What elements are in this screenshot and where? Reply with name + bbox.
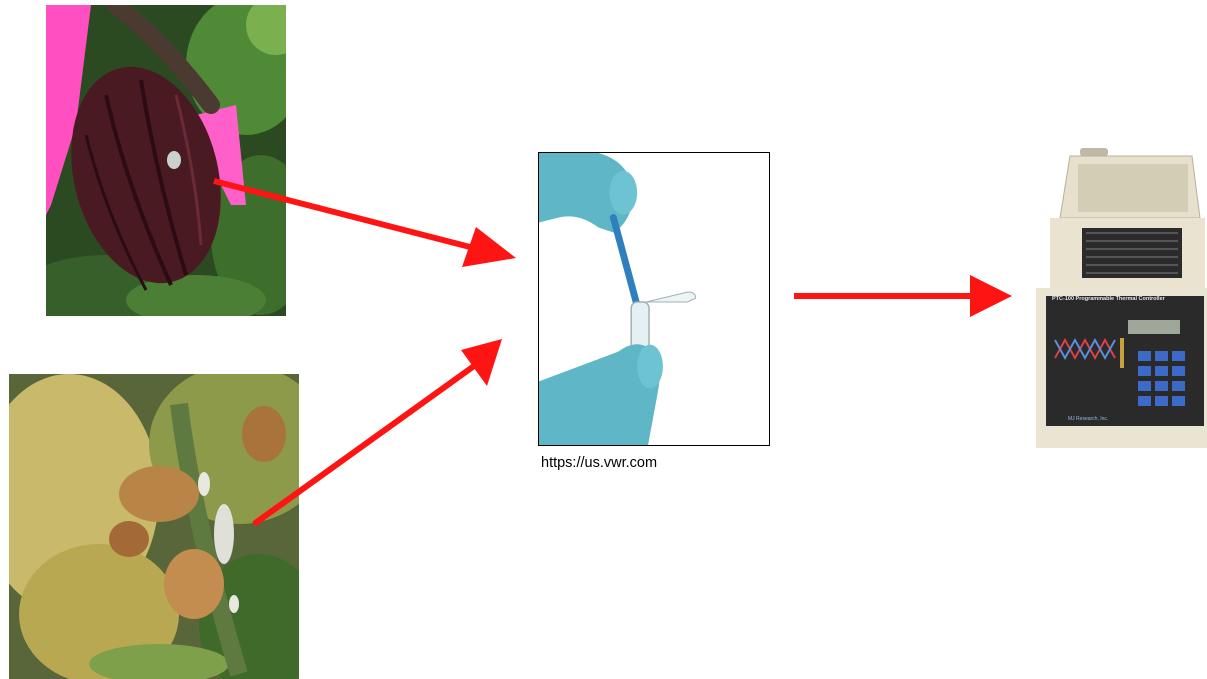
image-source-credit: https://us.vwr.com [541, 455, 657, 471]
swab-sample-photo [538, 152, 770, 446]
arrow-right-icon [462, 227, 516, 267]
arrow-swab-to-pcr [794, 275, 1012, 317]
arrow-right-icon [461, 339, 502, 386]
thermal-cycler-photo: PTC-100 Programmable Thermal Controller … [1010, 148, 1207, 448]
infested-leaf-photo [9, 374, 299, 679]
device-maker: MJ Research, Inc. [1068, 416, 1108, 422]
device-label: PTC-100 Programmable Thermal Controller [1052, 296, 1204, 302]
arrow-right-icon [970, 275, 1012, 317]
cacao-pod-photo [46, 5, 286, 316]
